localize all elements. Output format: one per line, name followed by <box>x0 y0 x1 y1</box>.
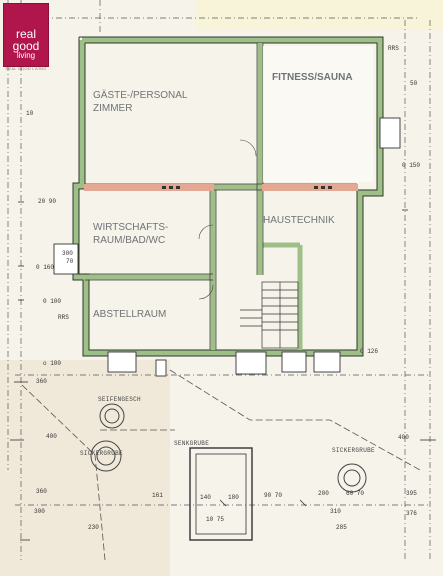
dim-200: 200 <box>318 490 329 497</box>
dim-400-right: 400 <box>398 434 409 441</box>
dim-230: 230 <box>88 524 99 531</box>
label-seifengesch: SEIFENGESCH <box>98 396 141 403</box>
dim-0-100: 0 100 <box>43 298 62 305</box>
room-label-utility-line2: RAUM/BAD/WC <box>93 235 166 246</box>
septic-tank <box>189 447 253 541</box>
dim-161: 161 <box>152 492 163 499</box>
property-lines <box>21 369 421 561</box>
room-label-guest-line1: GÄSTE-/PERSONAL <box>93 90 188 101</box>
soakaway-left <box>90 440 122 472</box>
room-label-utility-line1: WIRTSCHAFTS- <box>93 222 169 233</box>
dim-400-left: 400 <box>46 433 57 440</box>
dim-140: 140 <box>200 494 211 501</box>
label-sickergrube-right: SICKERGRUBE <box>332 447 375 454</box>
soakaway-right <box>337 463 367 493</box>
room-label-guest: GÄSTE-/PERSONAL ZIMMER <box>93 89 187 115</box>
dim-395: 395 <box>406 490 417 497</box>
dim-150: 0 150 <box>402 162 421 169</box>
paper-stain <box>0 360 170 576</box>
dim-360: 360 <box>36 378 47 385</box>
dim-10-75: 10 75 <box>206 516 225 523</box>
light-wells <box>53 117 401 377</box>
staircase <box>240 281 299 349</box>
opening-marks <box>162 186 332 189</box>
logo-word-real: real <box>15 27 36 41</box>
dim-20-90: 20 90 <box>38 198 57 205</box>
dim-10: 10 <box>26 110 34 117</box>
paper-highlight <box>195 0 443 30</box>
fitness-floor <box>263 46 373 182</box>
dim-rrs-left: RRS <box>58 314 69 321</box>
room-label-guest-line2: ZIMMER <box>93 103 133 114</box>
dim-0-160: 0 160 <box>36 264 55 271</box>
dim-0-126: 0 126 <box>360 348 379 355</box>
dim-376: 376 <box>406 510 417 517</box>
dim-310: 310 <box>330 508 341 515</box>
dim-360-bottom: 360 <box>36 488 47 495</box>
dimension-ticks <box>10 201 436 541</box>
dim-60-70: 60 70 <box>346 490 365 497</box>
logo-word-good: good <box>12 39 40 53</box>
dim-o-100: o 100 <box>43 360 62 367</box>
dim-90-70: 90 70 <box>264 492 283 499</box>
building-walls <box>73 37 383 356</box>
construction-lines <box>7 0 431 560</box>
brand-logo: real good living <box>3 3 49 67</box>
dim-180: 180 <box>228 494 239 501</box>
room-label-technical: HAUSTECHNIK <box>263 215 335 226</box>
wall-openings <box>84 184 358 191</box>
dim-70: 70 <box>66 258 74 265</box>
dim-285: 285 <box>336 524 347 531</box>
dim-50: 50 <box>410 80 418 87</box>
room-label-utility: WIRTSCHAFTS- RAUM/BAD/WC <box>93 221 168 247</box>
dim-rrs-top: RRS <box>388 45 399 52</box>
logo-word-living: living <box>16 51 36 60</box>
label-sickergrube-left: SICKERGRUBE <box>80 450 123 457</box>
room-label-fitness: FITNESS/SAUNA <box>272 72 353 83</box>
room-label-storage: ABSTELLRAUM <box>93 309 167 320</box>
logo-tagline: REAL GOOD LIVING <box>5 66 47 71</box>
label-senkgrube: SENKGRUBE <box>174 440 210 447</box>
grease-trap <box>99 403 125 429</box>
dim-300-bottom: 300 <box>34 508 45 515</box>
dim-300: 300 <box>62 250 73 257</box>
door-swings <box>198 139 257 300</box>
